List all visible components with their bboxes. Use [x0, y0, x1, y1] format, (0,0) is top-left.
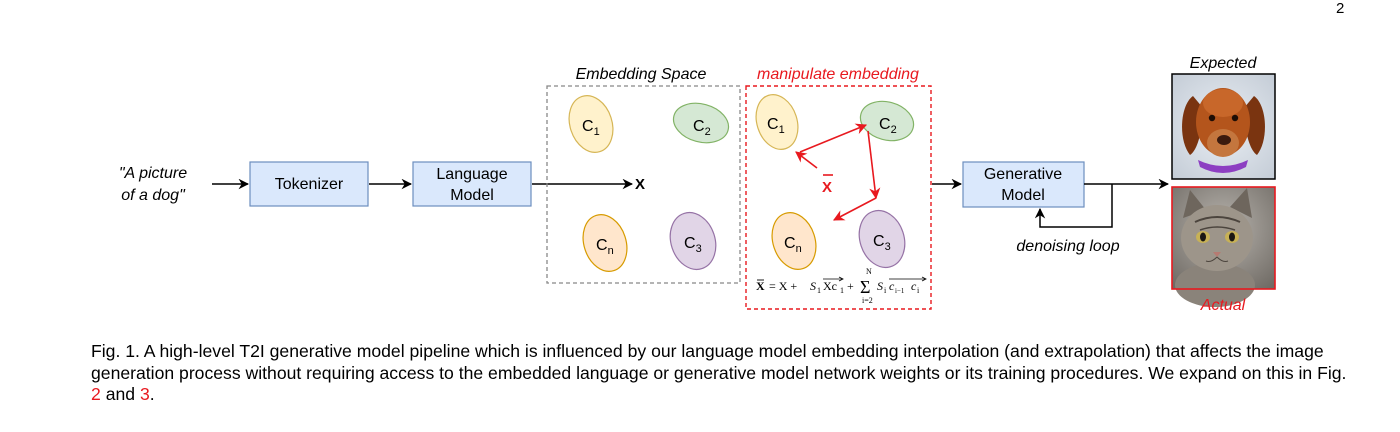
svg-text:i=2: i=2	[862, 296, 873, 305]
manip-concept-c2-label: C2	[879, 116, 897, 136]
figure-diagram: "A picture of a dog" Tokenizer Language …	[119, 55, 1276, 314]
concept-c3	[669, 211, 717, 271]
language-model-line2: Model	[450, 187, 494, 204]
concept-cn	[582, 214, 628, 272]
generative-model-box	[962, 161, 1085, 208]
manipulate-embedding-title: manipulate embedding	[757, 66, 919, 83]
red-arrow-to-c3	[833, 197, 877, 221]
concept-cn-label: Cn	[596, 237, 614, 257]
svg-text:c: c	[911, 279, 917, 293]
red-arrow-to-c2	[799, 123, 868, 153]
svg-text:Xc: Xc	[823, 279, 837, 293]
page-number: 2	[1336, 0, 1345, 17]
red-arrow-c2-down	[867, 130, 881, 200]
denoising-loop-path	[1034, 184, 1113, 228]
expected-dog-image	[1171, 73, 1276, 180]
caption-ref-fig-3[interactable]: 3	[139, 384, 150, 404]
manip-concept-cn-label: Cn	[784, 235, 802, 255]
svg-text:1: 1	[817, 286, 821, 295]
manip-concept-c1	[755, 94, 799, 150]
manip-concept-cn	[771, 212, 817, 270]
tokenizer-box	[249, 161, 369, 207]
concept-c1-label: C1	[582, 118, 600, 138]
svg-text:c: c	[889, 279, 895, 293]
manip-concept-c2	[859, 100, 915, 142]
concept-c2-label: C2	[693, 118, 711, 138]
svg-text:1: 1	[840, 286, 844, 295]
manipulated-x: X	[822, 179, 832, 196]
svg-text:S: S	[877, 279, 883, 293]
interpolation-formula: X = X + S 1 Xc 1 + N Σ i=2 S i c i−1 c i	[756, 267, 927, 305]
red-arrow-to-c1	[795, 151, 818, 169]
svg-text:N: N	[866, 267, 872, 276]
generative-model-line1: Generative	[984, 166, 1062, 183]
svg-text:X: X	[756, 279, 765, 293]
concept-c3-label: C3	[684, 235, 702, 255]
embedding-space-title: Embedding Space	[576, 66, 707, 83]
caption-ref-fig-2[interactable]: 2	[91, 384, 101, 404]
figure-caption: Fig. 1. A high-level T2I generative mode…	[91, 341, 1361, 406]
actual-cat-image	[1171, 186, 1276, 307]
embedding-space-box	[546, 85, 741, 284]
concept-c1	[568, 95, 614, 153]
manip-concept-c3	[858, 209, 906, 269]
svg-text:+: +	[847, 279, 854, 293]
svg-text:= X +: = X +	[769, 279, 797, 293]
svg-text:S: S	[810, 279, 816, 293]
tokenizer-label: Tokenizer	[275, 176, 344, 193]
language-model-box	[412, 161, 532, 207]
denoising-loop-label: denoising loop	[1016, 238, 1119, 255]
svg-text:i−1: i−1	[895, 287, 905, 295]
language-model-line1: Language	[436, 166, 507, 183]
caption-and: and	[105, 384, 136, 404]
manipulate-embedding-box	[745, 85, 932, 310]
embedding-x: X	[635, 176, 645, 193]
concept-c2	[672, 102, 730, 144]
svg-text:i: i	[884, 286, 887, 295]
expected-label: Expected	[1190, 55, 1258, 72]
manip-concept-c1-label: C1	[767, 116, 785, 136]
manip-concept-c3-label: C3	[873, 233, 891, 253]
generative-model-line2: Model	[1001, 187, 1045, 204]
svg-text:i: i	[917, 286, 920, 295]
caption-text: Fig. 1. A high-level T2I generative mode…	[91, 341, 1347, 383]
input-prompt-line1: "A picture	[119, 165, 187, 182]
actual-label: Actual	[1200, 297, 1246, 314]
svg-text:Σ: Σ	[860, 277, 870, 297]
input-prompt-line2: of a dog"	[121, 187, 186, 204]
caption-end: .	[149, 384, 155, 404]
